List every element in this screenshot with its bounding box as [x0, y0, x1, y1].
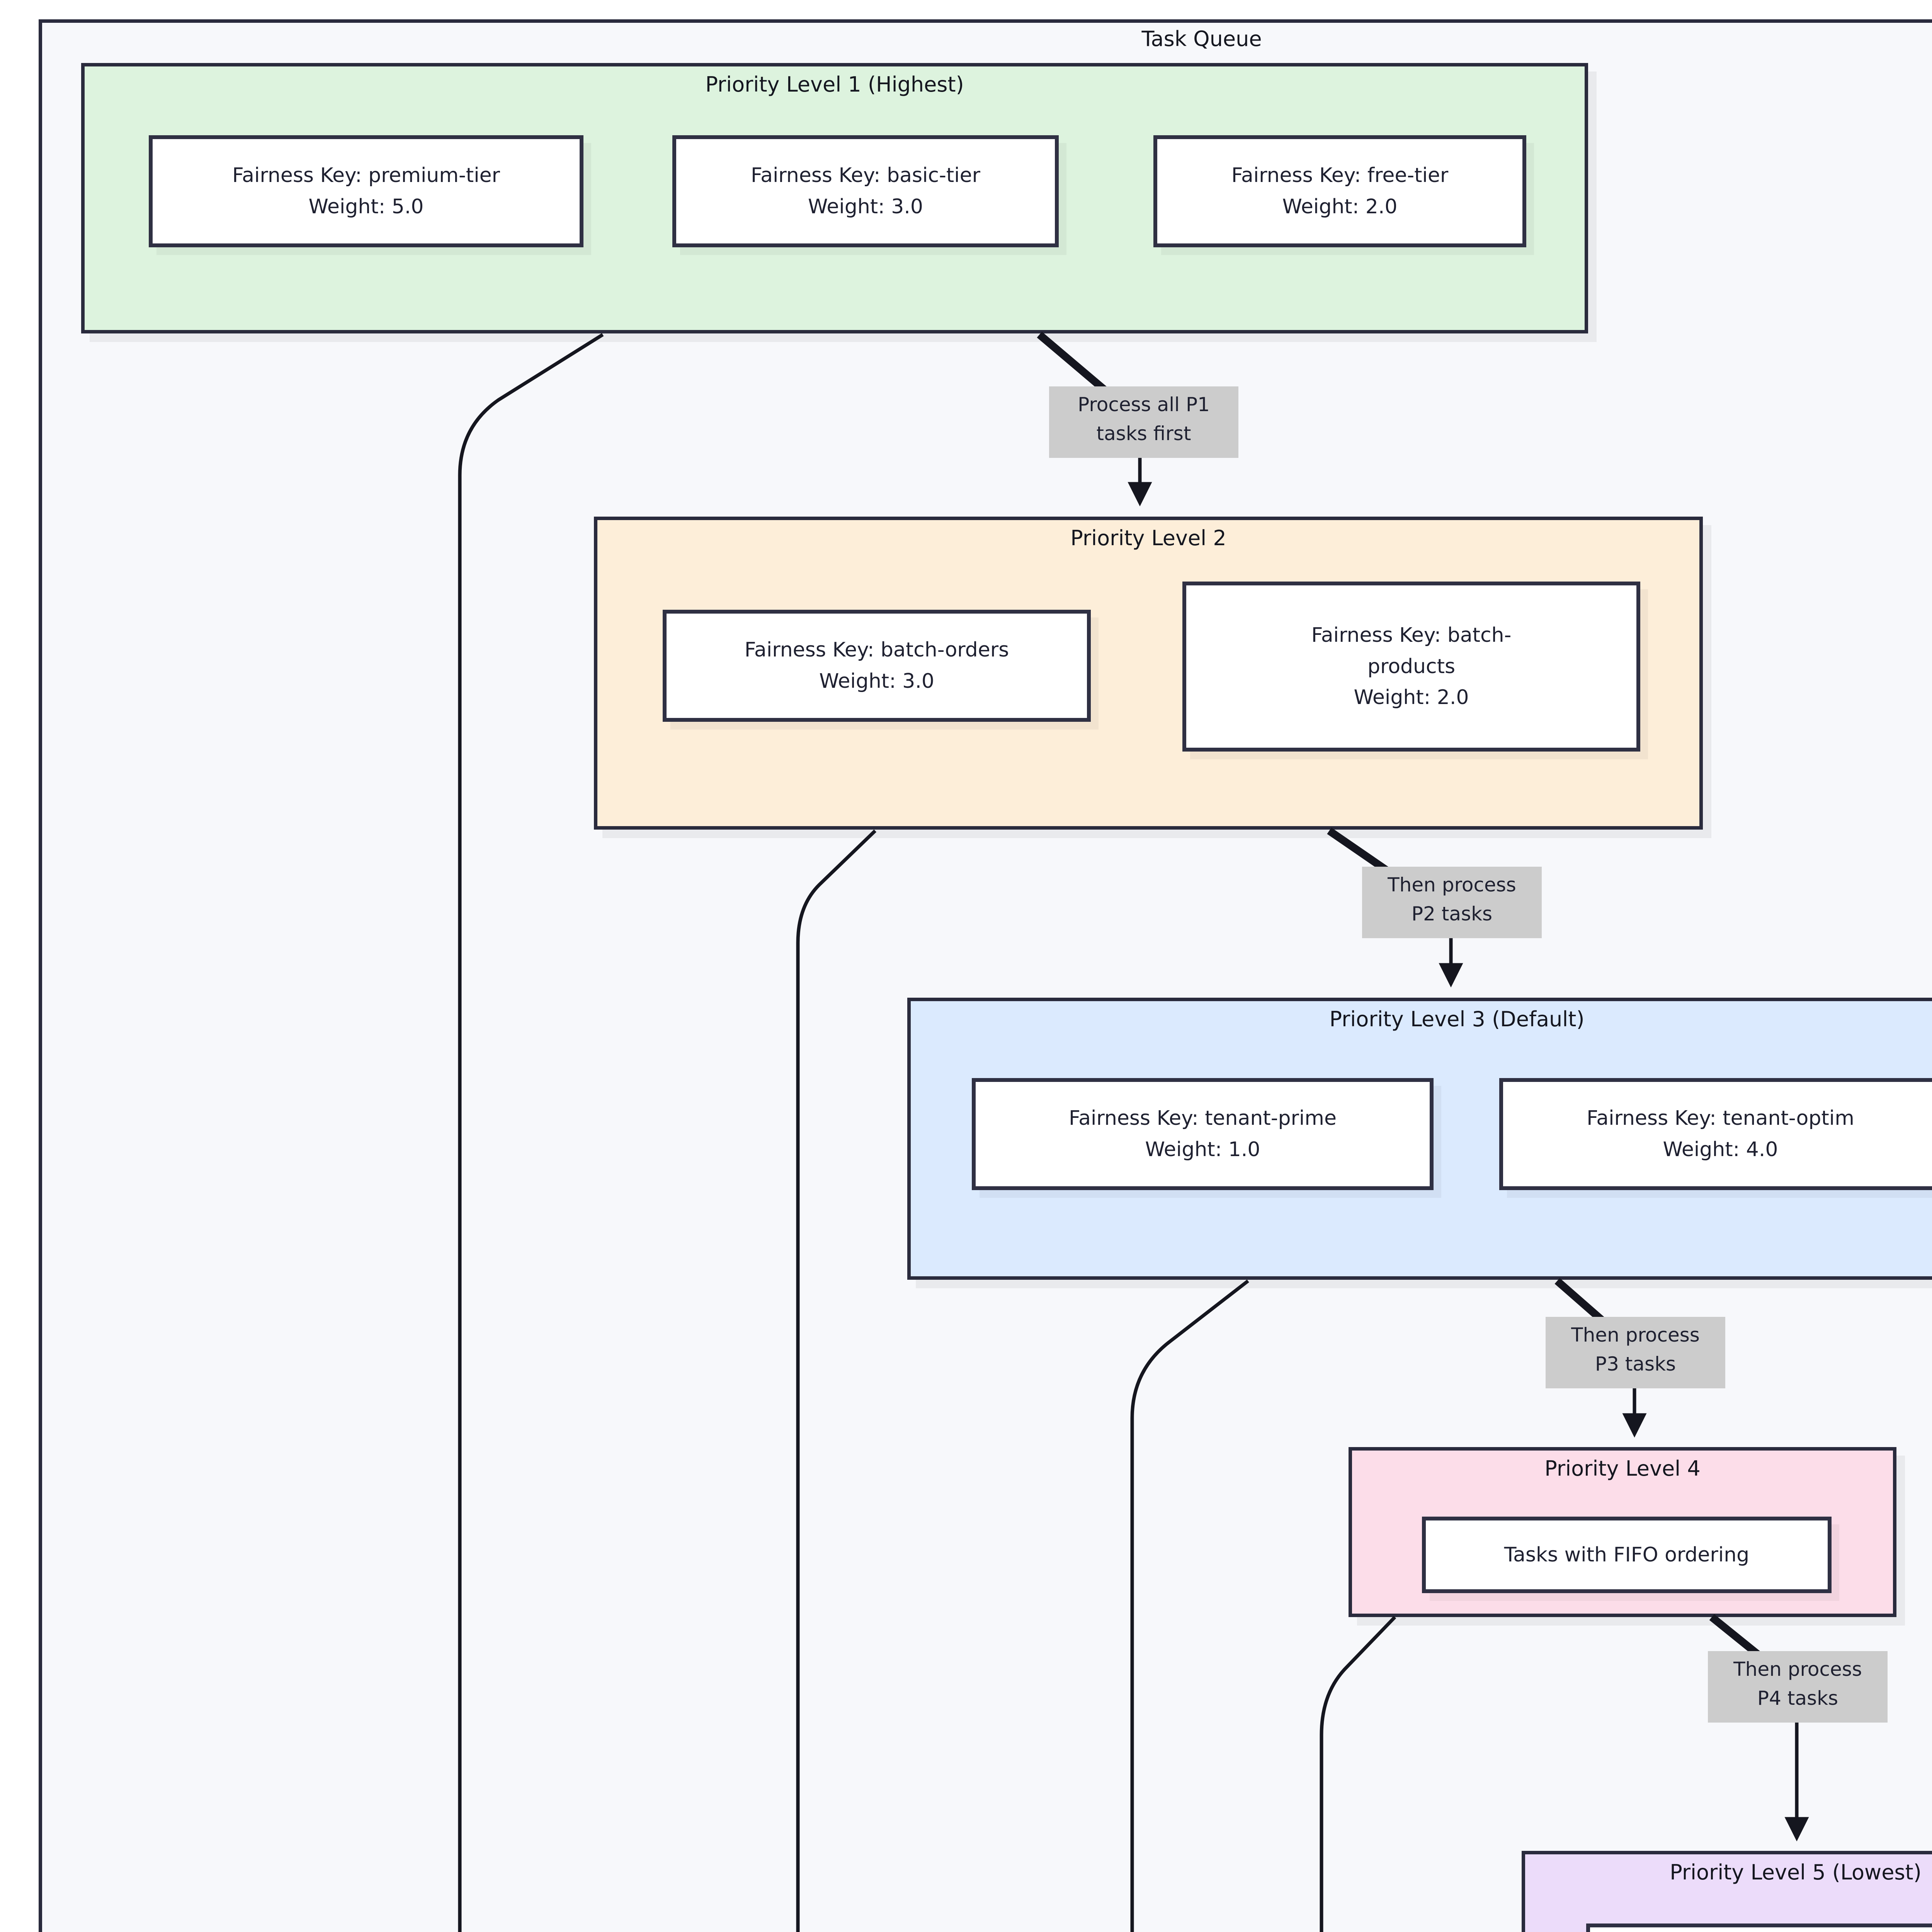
node-text: Tasks with FIFO ordering — [1504, 1543, 1750, 1566]
edge-p4-to-workers — [1320, 1616, 1396, 1932]
fairness-key-node[interactable]: Fairness Key: free-tier Weight: 2.0 — [1153, 135, 1526, 247]
fairness-key-node[interactable]: Fairness Key: batch-orders Weight: 3.0 — [663, 610, 1091, 722]
fairness-key-node[interactable]: Fairness Key: premium-tier Weight: 5.0 — [149, 135, 583, 247]
edge-p2-to-workers — [796, 829, 877, 1932]
fairness-key-node[interactable]: Fairness Key: tenant-optim Weight: 4.0 — [1499, 1078, 1932, 1190]
node-text: Fairness Key: premium-tier Weight: 5.0 — [232, 164, 500, 218]
edge-label-p4-to-p5: Then process P4 tasks — [1708, 1651, 1888, 1723]
cluster-priority-5-title: Priority Level 5 (Lowest) — [1670, 1860, 1922, 1884]
edge-p4-to-p5-upper — [1709, 1614, 1765, 1661]
fifo-ordering-node[interactable]: Tasks with FIFO ordering — [1586, 1923, 1932, 1932]
edge-p3-to-workers — [1130, 1279, 1249, 1932]
edge-label-p1-to-p2: Process all P1 tasks first — [1049, 386, 1238, 458]
cluster-priority-3-title: Priority Level 3 (Default) — [1329, 1007, 1585, 1031]
edge-p2-to-p3-upper — [1327, 827, 1393, 877]
node-text: Fairness Key: tenant-optim Weight: 4.0 — [1587, 1107, 1854, 1161]
edge-p1-to-workers — [458, 333, 604, 1932]
cluster-priority-4-title: Priority Level 4 — [1544, 1456, 1701, 1481]
cluster-priority-5 — [1522, 1851, 1932, 1932]
edge-label-p2-to-p3: Then process P2 tasks — [1362, 867, 1542, 938]
fairness-key-node[interactable]: Fairness Key: tenant-prime Weight: 1.0 — [972, 1078, 1434, 1190]
node-text: Fairness Key: tenant-prime Weight: 1.0 — [1069, 1107, 1337, 1161]
fairness-key-node[interactable]: Fairness Key: batch- products Weight: 2.… — [1182, 582, 1640, 752]
node-text: Fairness Key: batch-orders Weight: 3.0 — [744, 638, 1009, 693]
node-text: Fairness Key: batch- products Weight: 2.… — [1311, 624, 1512, 709]
fairness-key-node[interactable]: Fairness Key: basic-tier Weight: 3.0 — [672, 135, 1059, 247]
edge-p1-to-p2-upper — [1037, 332, 1108, 393]
cluster-priority-2-title: Priority Level 2 — [1070, 526, 1226, 550]
node-text: Fairness Key: basic-tier Weight: 3.0 — [750, 164, 981, 218]
fifo-ordering-node[interactable]: Tasks with FIFO ordering — [1422, 1517, 1832, 1593]
cluster-priority-1-title: Priority Level 1 (Highest) — [705, 72, 964, 97]
cluster-task-queue-title: Task Queue — [1141, 27, 1262, 51]
edge-label-p3-to-p4: Then process P3 tasks — [1546, 1317, 1725, 1388]
edge-p3-to-p4-upper — [1554, 1278, 1606, 1325]
node-text: Fairness Key: free-tier Weight: 2.0 — [1231, 164, 1449, 218]
